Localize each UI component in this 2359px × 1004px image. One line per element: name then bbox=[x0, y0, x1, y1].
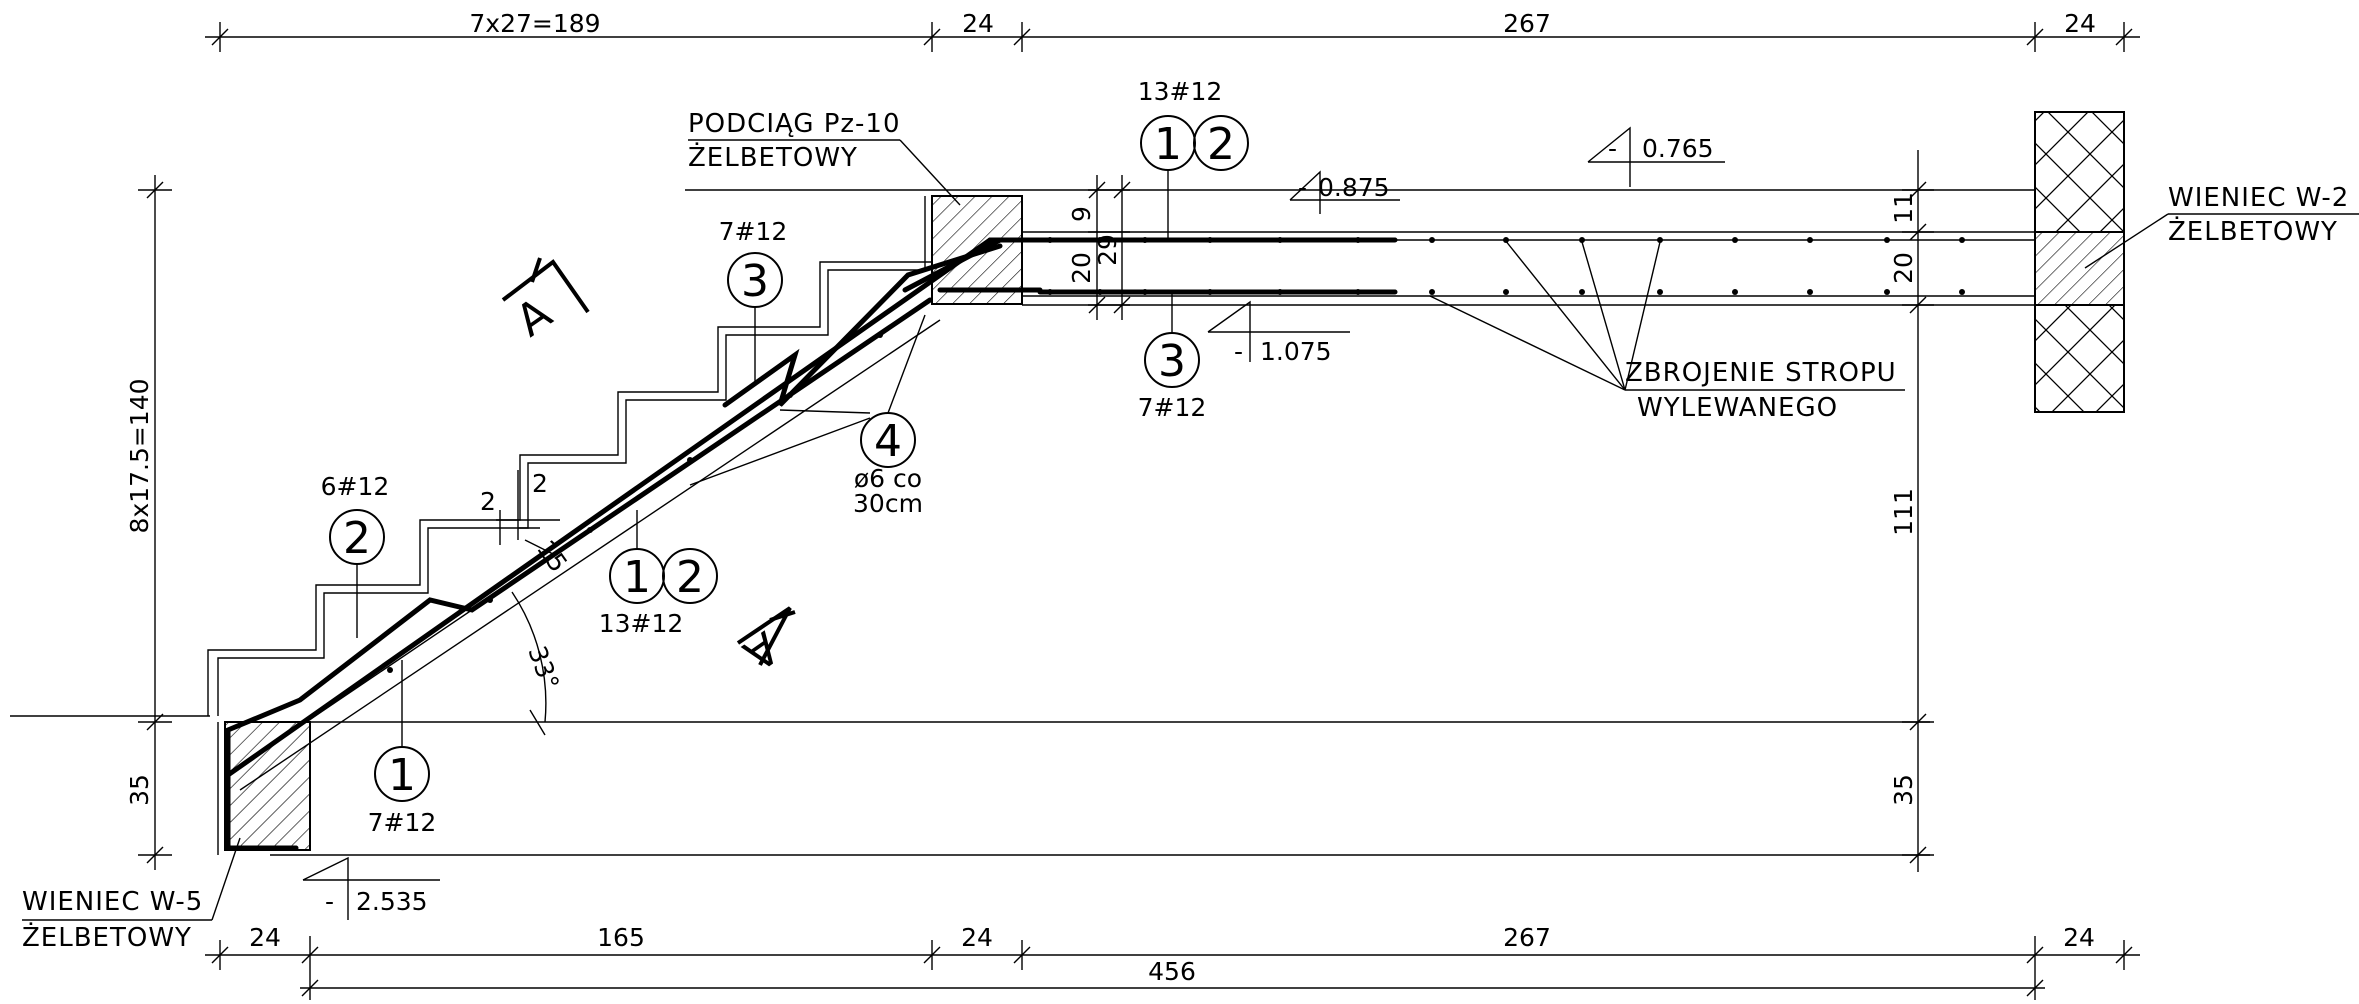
beam-leader bbox=[688, 139, 961, 206]
bottom-dimension-line bbox=[205, 936, 2140, 1000]
qty-3-upper: 7#12 bbox=[719, 217, 788, 246]
svg-text:3: 3 bbox=[1158, 336, 1186, 387]
dim-right-base: 35 bbox=[1889, 774, 1918, 806]
svg-text:1: 1 bbox=[623, 552, 651, 603]
dim-bottom-wall: 24 bbox=[2063, 923, 2095, 952]
level-1075: 1.075 bbox=[1260, 337, 1332, 366]
level-sign-1: - bbox=[1608, 134, 1617, 163]
angle-arc bbox=[511, 591, 547, 736]
dim-bottom-left: 24 bbox=[249, 923, 281, 952]
slab-rebar-dots bbox=[387, 237, 1965, 673]
stirrup-spec-b: 30cm bbox=[853, 489, 923, 518]
qty-top-13x12: 13#12 bbox=[1138, 77, 1223, 106]
dim-right-11: 11 bbox=[1889, 192, 1918, 224]
dim-bottom-flight: 165 bbox=[597, 923, 645, 952]
qty-2-left: 6#12 bbox=[321, 472, 390, 501]
wieniec-w2-wall bbox=[2034, 111, 2125, 413]
level-sign-2: - bbox=[1298, 173, 1307, 202]
marker-mid-1: 1 bbox=[609, 548, 665, 604]
svg-text:4: 4 bbox=[874, 416, 902, 467]
slab-sub: WYLEWANEGO bbox=[1637, 393, 1838, 423]
dim-small-29: 29 bbox=[1093, 234, 1122, 266]
leader-4 bbox=[689, 314, 926, 486]
marker-top-1: 1 bbox=[1140, 115, 1196, 171]
wieniec-w2-leader bbox=[2084, 213, 2359, 269]
dim-bottom-beam: 24 bbox=[961, 923, 993, 952]
wieniec-w5-leader bbox=[22, 837, 241, 921]
left-vertical-dimension bbox=[138, 175, 172, 870]
marker-4: 4 bbox=[860, 412, 916, 468]
top-dimension-line bbox=[205, 22, 2140, 52]
section-marker-a-upper: A bbox=[501, 257, 590, 347]
svg-text:2: 2 bbox=[343, 513, 371, 564]
dim-slab-20: 20 bbox=[1067, 252, 1096, 284]
qty-1-bottom: 7#12 bbox=[368, 808, 437, 837]
dim-step-2b: 2 bbox=[532, 469, 548, 498]
dim-left-base: 35 bbox=[125, 774, 154, 806]
slab-leaders bbox=[1429, 239, 1905, 391]
wieniec-w5-section bbox=[217, 721, 311, 855]
wieniec-w5-sub: ŻELBETOWY bbox=[22, 921, 192, 953]
wieniec-w2-sub: ŻELBETOWY bbox=[2168, 215, 2338, 247]
level-marker-0875 bbox=[1289, 170, 1400, 214]
level-sign-3: - bbox=[1234, 337, 1243, 366]
marker-1-bottom: 1 bbox=[374, 746, 430, 802]
wieniec-w2-title: WIENIEC W-2 bbox=[2168, 183, 2349, 213]
reference-lines bbox=[10, 189, 2035, 856]
level-0765: 0.765 bbox=[1642, 134, 1714, 163]
marker-top-2: 2 bbox=[1193, 115, 1249, 171]
dim-top-steps: 7x27=189 bbox=[469, 9, 600, 38]
level-marker-2535 bbox=[302, 856, 440, 920]
svg-text:2: 2 bbox=[676, 552, 704, 603]
reinforcement-bars bbox=[225, 237, 1398, 851]
level-sign-4: - bbox=[325, 887, 334, 916]
svg-text:2: 2 bbox=[1207, 119, 1235, 170]
dim-left-vertical: 8x17.5=140 bbox=[125, 378, 154, 533]
svg-text:A: A bbox=[507, 288, 561, 347]
dim-top-slab: 267 bbox=[1503, 9, 1551, 38]
qty-mid-13x12: 13#12 bbox=[599, 609, 684, 638]
marker-2-left: 2 bbox=[329, 509, 385, 565]
step-dims bbox=[496, 470, 560, 556]
stair-steps-outline bbox=[207, 196, 933, 716]
stirrup-spec-a: ø6 co bbox=[854, 464, 922, 493]
marker-3-lower: 3 bbox=[1144, 332, 1200, 388]
stair-slab bbox=[227, 299, 941, 852]
marker-mid-2: 2 bbox=[662, 548, 718, 604]
level-marker-0765 bbox=[1587, 126, 1725, 187]
svg-text:1: 1 bbox=[388, 750, 416, 801]
beam-title: PODCIĄG Pz-10 bbox=[688, 109, 901, 139]
dim-step-2a: 2 bbox=[480, 487, 496, 516]
dim-bottom-slab: 267 bbox=[1503, 923, 1551, 952]
level-0875: 0.875 bbox=[1318, 173, 1390, 202]
angle-label: 33° bbox=[522, 642, 564, 694]
section-marker-a-lower: A bbox=[734, 606, 796, 680]
dim-top-beam: 24 bbox=[962, 9, 994, 38]
dim-small-9: 9 bbox=[1067, 206, 1096, 222]
svg-text:3: 3 bbox=[741, 256, 769, 307]
level-marker-1075 bbox=[1207, 300, 1350, 362]
dim-right-20: 20 bbox=[1889, 252, 1918, 284]
slab-thickness-dims bbox=[1088, 175, 1131, 320]
dim-right-height: 111 bbox=[1889, 488, 1918, 536]
wieniec-w5-title: WIENIEC W-5 bbox=[22, 887, 203, 917]
slab-title: ZBROJENIE STROPU bbox=[1625, 358, 1897, 388]
level-2535: 2.535 bbox=[356, 887, 428, 916]
dim-top-wall: 24 bbox=[2064, 9, 2096, 38]
svg-text:1: 1 bbox=[1154, 119, 1182, 170]
marker-3-upper: 3 bbox=[727, 252, 783, 308]
qty-3-lower: 7#12 bbox=[1138, 393, 1207, 422]
dim-bottom-total: 456 bbox=[1148, 957, 1196, 986]
beam-sub: ŻELBETOWY bbox=[688, 141, 858, 173]
